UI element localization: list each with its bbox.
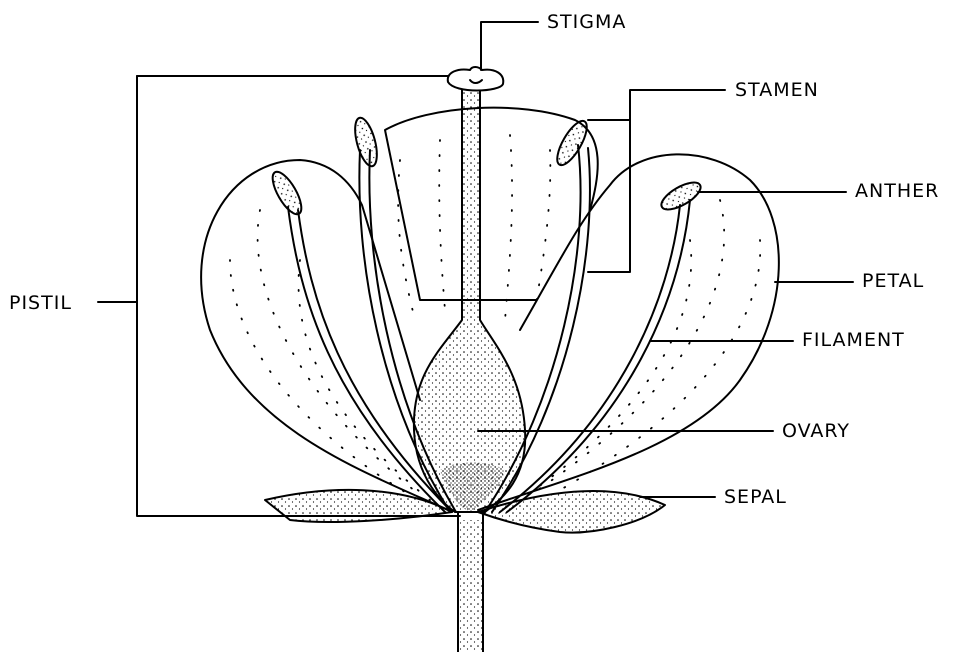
- label-anther: ANTHER: [855, 182, 939, 201]
- label-stigma: STIGMA: [547, 13, 626, 32]
- label-petal: PETAL: [862, 272, 924, 291]
- label-stamen: STAMEN: [735, 81, 819, 100]
- label-ovary: OVARY: [782, 422, 850, 441]
- stigma-shape: [448, 67, 503, 91]
- label-filament: FILAMENT: [802, 331, 905, 350]
- label-pistil: PISTIL: [9, 294, 72, 313]
- label-sepal: SEPAL: [724, 488, 787, 507]
